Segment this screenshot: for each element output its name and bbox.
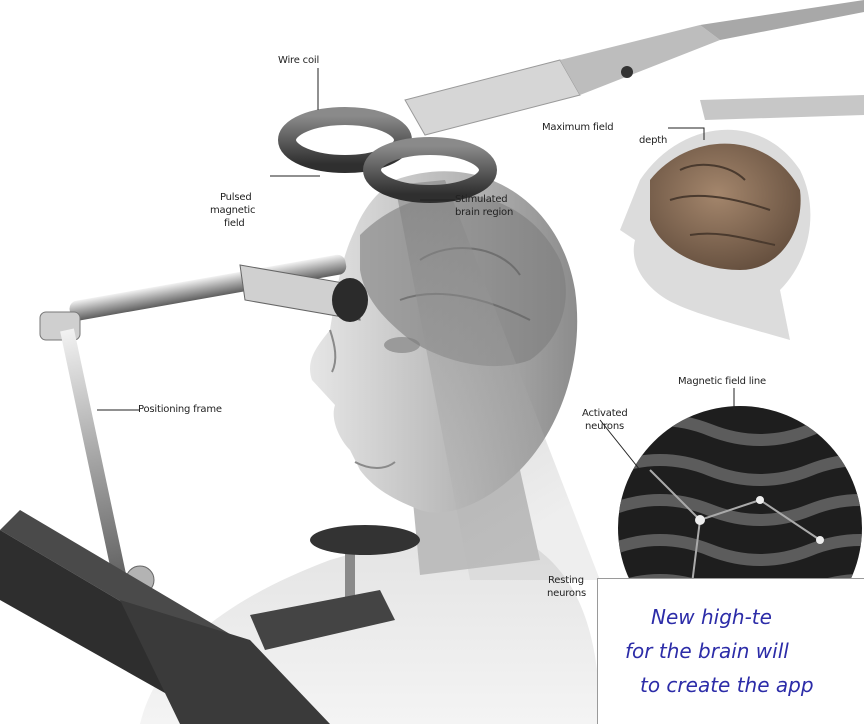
label-magnetic-field-line: Magnetic field line — [678, 376, 766, 388]
label-pulsed-1: Pulsed — [220, 192, 251, 204]
label-wire-coil: Wire coil — [278, 55, 319, 67]
label-stimulated-1: Stimulated — [455, 194, 507, 206]
label-positioning-frame: Positioning frame — [138, 404, 222, 416]
caption-line-1: New high-te — [651, 605, 772, 629]
label-stimulated-2: brain region — [455, 207, 513, 219]
caption-line-3: to create the app — [640, 673, 814, 697]
inset-head — [620, 95, 864, 340]
wire-coil — [287, 116, 488, 194]
label-resting-1: Resting — [548, 575, 584, 587]
caption-line-2: for the brain will — [625, 639, 789, 663]
label-resting-2: neurons — [547, 588, 586, 600]
label-pulsed-2: magnetic — [210, 205, 255, 217]
label-max-field-depth-1: Maximum field — [542, 122, 613, 134]
caption-box: New high-te for the brain will to create… — [597, 578, 864, 724]
label-max-field-depth-2: depth — [639, 135, 667, 147]
label-pulsed-3: field — [224, 218, 245, 230]
label-activated-2: neurons — [585, 421, 624, 433]
label-activated-1: Activated — [582, 408, 628, 420]
